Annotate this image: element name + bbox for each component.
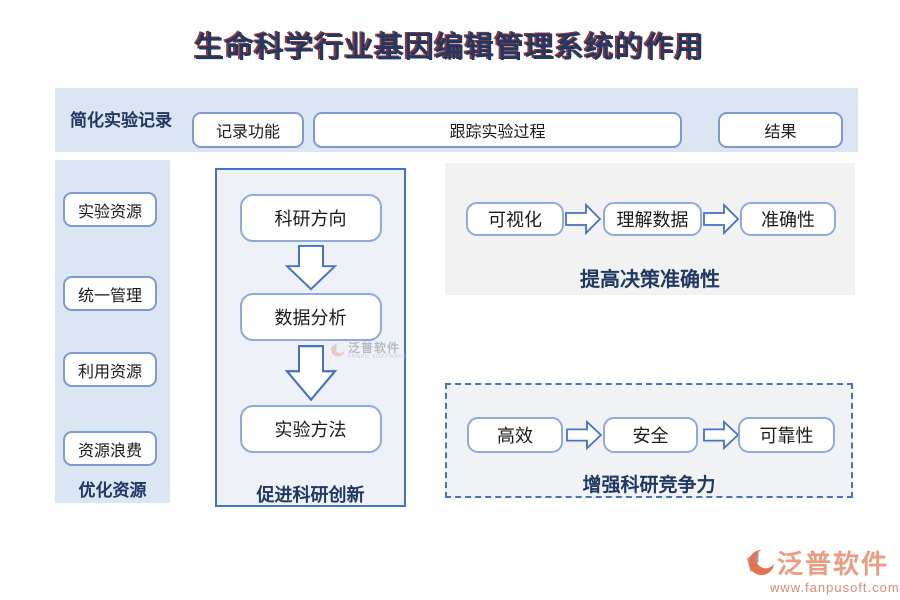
right-arrow-icon [703, 203, 740, 235]
node-accuracy: 准确性 [740, 202, 836, 236]
watermark-subtext: FANPU SOFTWARE [348, 354, 409, 360]
right-arrow-icon [566, 420, 603, 450]
node-experiment-resources: 实验资源 [63, 192, 157, 227]
node-reliability: 可靠性 [738, 417, 835, 453]
watermark: 泛普软件 FANPU SOFTWARE [329, 342, 408, 360]
left-band-optimize-resources: 实验资源 统一管理 利用资源 资源浪费 优化资源 [55, 160, 170, 503]
decision-flow-label: 提高决策准确性 [580, 269, 720, 291]
node-safe: 安全 [603, 417, 698, 453]
node-understand-data: 理解数据 [603, 202, 702, 236]
right-arrow-icon [565, 203, 602, 235]
top-band-simplify-records: 简化实验记录 记录功能 跟踪实验过程 结果 [55, 88, 858, 152]
node-utilize-resources: 利用资源 [63, 352, 157, 387]
innovation-flow-box: 科研方向 数据分析 实验方法 促进科研创新 [215, 168, 406, 507]
page-title: 生命科学行业基因编辑管理系统的作用 [194, 32, 705, 64]
node-unified-management: 统一管理 [63, 276, 157, 311]
right-arrow-icon [703, 420, 740, 450]
brand-footer[interactable]: 泛普软件 www.fanpusoft.com [744, 544, 900, 595]
down-arrow-icon [284, 345, 337, 402]
left-band-label: 优化资源 [78, 481, 147, 500]
node-efficient: 高效 [467, 417, 563, 453]
fanpu-logo-icon [330, 343, 345, 357]
node-track-experiment-process: 跟踪实验过程 [313, 112, 682, 148]
brand-name: 泛普软件 [777, 549, 890, 579]
node-visualization: 可视化 [466, 202, 564, 236]
node-resource-waste: 资源浪费 [63, 431, 157, 466]
innovation-flow-label: 促进科研创新 [256, 485, 365, 505]
watermark-text: 泛普软件 [348, 341, 401, 355]
node-result: 结果 [718, 112, 843, 148]
competitive-flow-label: 增强科研竞争力 [582, 475, 716, 496]
node-research-direction: 科研方向 [239, 194, 382, 242]
competitive-flow-box: 高效 安全 可靠性 增强科研竞争力 [445, 383, 853, 498]
node-experiment-method: 实验方法 [239, 405, 382, 453]
node-data-analysis: 数据分析 [239, 293, 382, 341]
brand-url-link[interactable]: www.fanpusoft.com [770, 580, 900, 595]
down-arrow-icon [284, 245, 337, 291]
fanpu-logo-icon [746, 549, 775, 576]
top-band-label: 简化实验记录 [70, 111, 172, 130]
decision-flow-panel: 可视化 理解数据 准确性 提高决策准确性 [445, 163, 855, 295]
node-record-function: 记录功能 [192, 112, 304, 148]
